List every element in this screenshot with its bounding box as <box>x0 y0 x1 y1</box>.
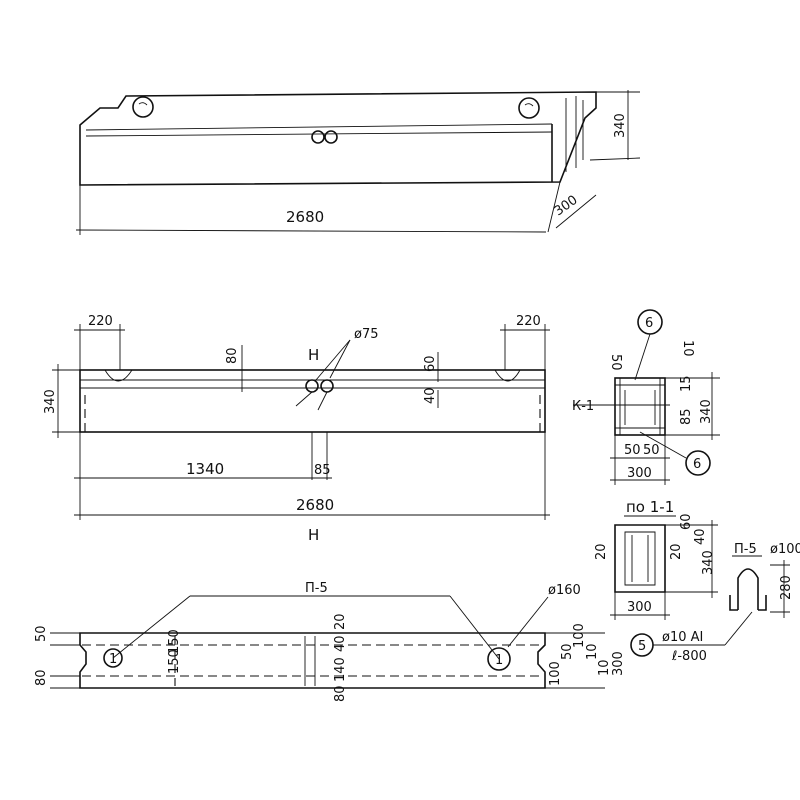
side-top-left-dim: 50 <box>608 354 623 371</box>
loop-title: П-5 <box>734 542 757 557</box>
side-callout-top: 6 <box>645 316 653 331</box>
loop-height-label: 280 <box>779 575 794 600</box>
slot-depth-right-label: 60 <box>423 355 438 372</box>
plan-mid-dim-0: 150 <box>167 649 182 674</box>
side-bottom-dim-0: 50 <box>624 443 641 458</box>
side-width-label: 300 <box>627 466 652 481</box>
side-right-dim-2: 85 <box>679 408 694 425</box>
section-marker-bottom: Н <box>308 526 319 544</box>
iso-height-label: 340 <box>613 113 628 138</box>
plan-right-dim-1: 50 <box>560 643 575 660</box>
plan-mid-dim-1: 150 <box>167 629 182 654</box>
loop-diameter-label: ø100 <box>770 542 800 557</box>
section-dim-right: 20 <box>669 543 684 560</box>
side-top-right-dim: 10 <box>680 340 695 357</box>
isometric-view: 2680 340 300 <box>75 90 641 235</box>
section-dim-mid: 40 <box>693 528 708 545</box>
slot-depth-label: 80 <box>225 347 240 364</box>
front-height-label: 340 <box>43 389 58 414</box>
plan-mid-dim-5: 80 <box>333 685 348 702</box>
rebar-spec: ø10 АI <box>662 630 703 645</box>
section-dim-left: 20 <box>594 543 609 560</box>
iso-length-label: 2680 <box>286 208 324 226</box>
section-marker-top: Н <box>308 346 319 364</box>
rebar-mark: 5 <box>638 639 646 654</box>
plan-mid-dim-4: 140 <box>333 657 348 682</box>
plan-mid-dim-2: 20 <box>333 613 348 630</box>
plan-circle-callout: ø160 <box>548 583 581 598</box>
plan-right-dim-5: 300 <box>611 651 626 676</box>
hole-offset-label: 40 <box>423 387 438 404</box>
side-view: К-1 6 6 50 10 15 340 85 50 50 300 <box>572 309 720 485</box>
left-offset-label: 220 <box>88 314 113 329</box>
half-length-label: 1340 <box>186 460 224 478</box>
plan-left-dim-0: 50 <box>34 625 49 642</box>
side-cut-label: К-1 <box>572 399 594 414</box>
side-callout-bottom: 6 <box>693 457 701 472</box>
section-title: по 1-1 <box>626 498 674 516</box>
section-view: по 1-1 20 20 60 40 340 300 <box>594 498 718 620</box>
front-view: 220 220 ø75 Н Н 80 60 40 340 1340 85 <box>43 314 550 544</box>
plan-right-dim-2: 100 <box>572 623 587 648</box>
plan-right-dim-4: 10 <box>597 659 612 676</box>
plan-view: 1 1 П-5 ø160 50 80 150 150 20 40 140 80 … <box>34 581 626 702</box>
plan-loop-label: П-5 <box>305 581 328 596</box>
side-right-dim-1: 340 <box>699 399 714 424</box>
side-right-dim-0: 15 <box>679 375 694 392</box>
plan-right-dim-0: 100 <box>548 661 563 686</box>
loop-detail: П-5 ø100 280 5 ø10 АI ℓ-800 <box>630 542 800 664</box>
front-length-label: 2680 <box>296 496 334 514</box>
circle-mark-left: 1 <box>109 652 117 667</box>
rebar-length: ℓ-800 <box>671 649 707 664</box>
section-height-label: 340 <box>701 550 716 575</box>
hole-callout-label: ø75 <box>354 327 379 342</box>
section-width-label: 300 <box>627 600 652 615</box>
hole-spacing-label: 85 <box>314 463 331 478</box>
plan-mid-dim-3: 40 <box>333 635 348 652</box>
right-offset-label: 220 <box>516 314 541 329</box>
plan-left-dim-1: 80 <box>34 669 49 686</box>
section-dim-top: 60 <box>679 513 694 530</box>
circle-mark-right: 1 <box>495 653 503 668</box>
side-bottom-dim-1: 50 <box>643 443 660 458</box>
plan-right-dim-3: 10 <box>585 643 600 660</box>
